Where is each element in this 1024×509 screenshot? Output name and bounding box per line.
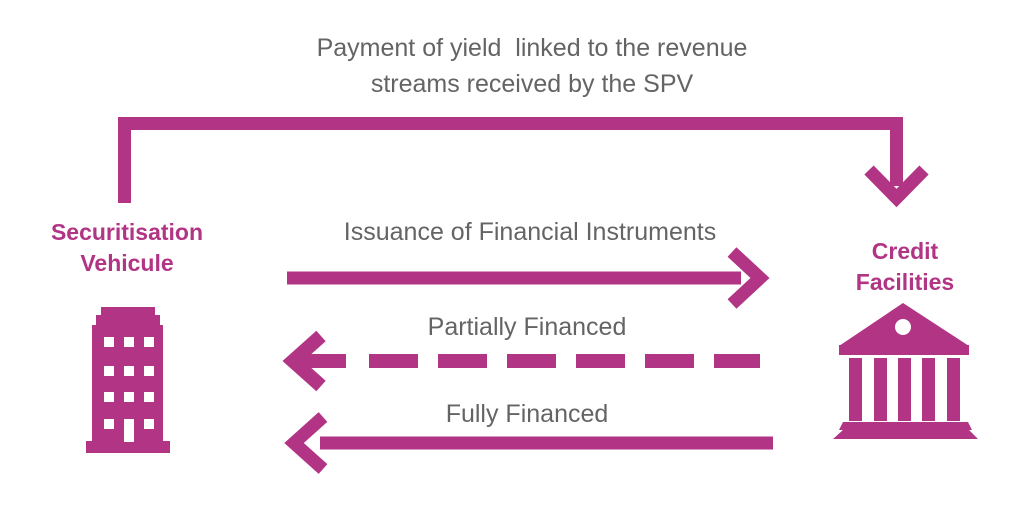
yield-payment-label: Payment of yield linked to the revenue s… xyxy=(316,34,748,98)
issuance-arrow-label: Issuance of Financial Instruments xyxy=(343,218,717,246)
fully-financed-arrow-label: Fully Financed xyxy=(445,400,609,428)
fully-financed-arrow xyxy=(284,412,773,474)
partially-financed-arrow-label: Partially Financed xyxy=(427,313,627,341)
partially-financed-arrow xyxy=(282,330,760,392)
bank-icon xyxy=(833,303,978,439)
credit-facilities-label: Credit Facilities xyxy=(855,238,955,295)
issuance-arrow xyxy=(287,247,770,309)
securitisation-vehicule-label: Securitisation Vehicule xyxy=(50,219,204,276)
yield-payment-arrow xyxy=(118,117,929,208)
office-building-icon xyxy=(86,307,170,453)
